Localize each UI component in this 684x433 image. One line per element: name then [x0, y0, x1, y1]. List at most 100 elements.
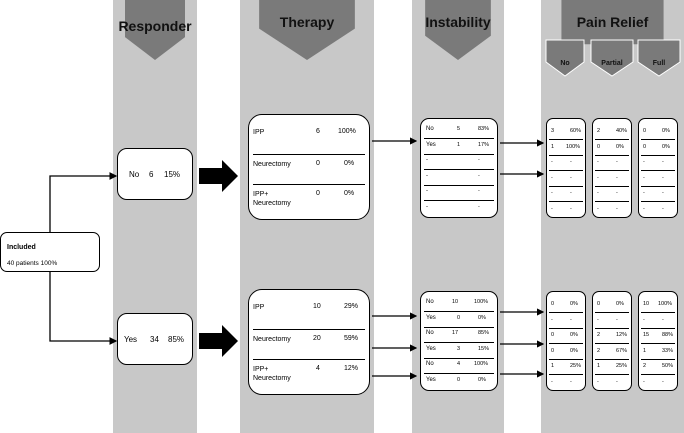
pain-cell-n: 0	[597, 143, 601, 150]
pain-cell-n: 2	[643, 363, 647, 369]
instability-no-box	[420, 118, 498, 218]
pain-divider	[549, 343, 583, 344]
pain-cell-n: -	[597, 190, 599, 196]
instability-divider	[424, 184, 494, 186]
instability-row-n: 5	[457, 126, 461, 132]
pain-cell-n: 0	[643, 143, 647, 150]
responder-no-box: No 6 15%	[117, 148, 193, 200]
therapy-row-pct: 100%	[338, 128, 356, 135]
therapy-row-pct: 59%	[344, 335, 359, 342]
pain-cell-n: 2	[597, 332, 601, 338]
pain-cell-pct: -	[570, 159, 572, 165]
pain-cell-n: 10	[643, 301, 650, 307]
pain-divider	[595, 139, 629, 140]
instability-row-pct: 17%	[478, 141, 490, 148]
pain-subheader-shapes	[545, 39, 681, 77]
therapy-row-label: IPP	[253, 129, 265, 136]
pain-cell-n: 2	[597, 347, 601, 354]
pain-divider	[549, 139, 583, 140]
therapy-divider	[253, 359, 365, 360]
pain-divider	[641, 154, 675, 156]
therapy-header-shape	[259, 0, 355, 60]
therapy-row-n: 10	[313, 303, 321, 310]
instability-row-pct: -	[478, 172, 480, 179]
pain-cell-pct: 12%	[616, 332, 628, 338]
pain-cell-pct: 0%	[616, 301, 624, 307]
pain-divider	[641, 139, 675, 140]
instability-row-n: 3	[457, 345, 461, 352]
therapy-divider	[253, 154, 365, 155]
pain-divider	[549, 154, 583, 156]
therapy-title: Therapy	[279, 14, 335, 30]
pain-cell-pct: -	[616, 378, 618, 385]
pain-cell-pct: 0%	[616, 143, 624, 150]
pain-cell-n: -	[597, 378, 599, 385]
pain-cell-n: -	[551, 174, 553, 181]
therapy-row-n: 4	[316, 365, 320, 372]
pain-divider	[549, 374, 583, 375]
responder-yes-pct: 85%	[168, 335, 185, 344]
pain-cell-pct: 0%	[662, 143, 670, 150]
instability-row-pct: 0%	[478, 376, 486, 383]
instability-row-label: -	[426, 203, 428, 210]
instability-row-pct: -	[478, 157, 480, 163]
instability-row-pct: 15%	[478, 345, 490, 352]
pain-cell-n: 2	[597, 128, 601, 134]
pain-cell-n: -	[597, 205, 599, 212]
responder-no-label: No	[129, 170, 140, 179]
pain-cell-pct: -	[662, 159, 664, 165]
therapy-row-label: IPP+ Neurectomy	[253, 366, 291, 382]
instability-row-n: 0	[457, 376, 461, 383]
pain-sub-full: Full	[652, 60, 666, 67]
instability-row-n: 17	[452, 330, 459, 336]
pain-cell-n: -	[551, 316, 553, 323]
pain-cell-pct: 60%	[570, 128, 582, 134]
instability-row-label: No	[426, 361, 434, 367]
pain-sub-partial: Partial	[601, 60, 623, 67]
pain-cell-pct: 50%	[662, 363, 674, 369]
therapy-row-n: 6	[316, 128, 320, 135]
pain-cell-n: 0	[551, 301, 555, 307]
pain-cell-pct: 25%	[616, 363, 628, 369]
instability-row-pct: 83%	[478, 126, 490, 132]
instability-row-label: -	[426, 157, 428, 163]
instability-divider	[424, 326, 494, 328]
pain-cell-pct: -	[662, 378, 664, 385]
pain-divider	[595, 154, 629, 156]
pain-cell-n: -	[643, 205, 645, 212]
pain-cell-n: -	[643, 174, 645, 181]
responder-title: Responder	[118, 18, 192, 34]
pain-cell-n: -	[551, 378, 553, 385]
therapy-row-label: IPP+ Neurectomy	[253, 191, 291, 207]
responder-yes-label: Yes	[124, 335, 138, 344]
pain-divider	[549, 201, 583, 202]
pain-divider	[641, 185, 675, 187]
pain-cell-n: 3	[551, 128, 555, 134]
pain-cell-pct: -	[570, 316, 572, 323]
pain-cell-n: 0	[643, 128, 647, 134]
therapy-divider	[253, 184, 365, 185]
therapy-row-label: Neurectomy	[253, 161, 291, 168]
instability-row-pct: 100%	[474, 299, 489, 305]
pain-divider	[595, 358, 629, 360]
instability-divider	[424, 357, 494, 359]
therapy-row-n: 20	[313, 335, 321, 342]
pain-divider	[595, 170, 629, 171]
pain-divider	[549, 185, 583, 187]
pain-divider	[595, 374, 629, 375]
pain-divider	[595, 312, 629, 313]
pain-cell-pct: -	[616, 159, 618, 165]
pain-cell-n: 15	[643, 332, 650, 338]
instability-row-n: 10	[452, 299, 459, 305]
pain-cell-pct: 100%	[658, 301, 673, 307]
instability-row-label: No	[426, 299, 434, 305]
pain-cell-pct: 88%	[662, 332, 674, 338]
instability-divider	[424, 373, 494, 374]
pain-cell-n: 1	[551, 363, 555, 369]
pain-cell-n: 0	[597, 301, 601, 307]
pain-relief-title: Pain Relief	[576, 14, 649, 30]
instability-divider	[424, 311, 494, 312]
responder-no-n: 6	[149, 170, 154, 179]
pain-cell-pct: 40%	[616, 128, 628, 134]
